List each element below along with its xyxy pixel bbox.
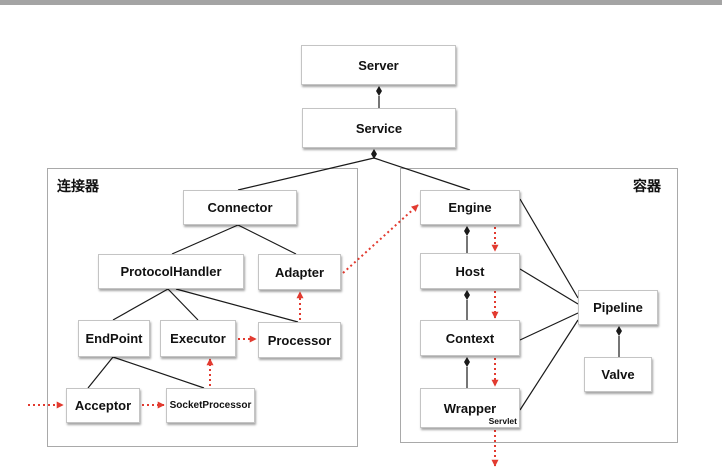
node-socket-processor: SocketProcessor [166,388,255,423]
diamond-service [371,149,377,159]
diamond-server [376,86,382,96]
edge-protocolhandler-executor [167,288,199,321]
node-wrapper: Wrapper Servlet [420,388,520,428]
node-connector: Connector [183,190,297,225]
node-protocol-handler: ProtocolHandler [98,254,244,289]
edge-service-engine [373,157,471,191]
edge-service-connector [237,157,375,191]
edge-engine-pipeline [519,198,579,299]
flow-arrow-adapter-engine [342,204,419,274]
node-valve: Valve [584,357,652,392]
node-engine: Engine [420,190,520,225]
diamond-context [464,357,470,367]
node-endpoint: EndPoint [78,320,150,357]
diamond-engine [464,226,470,236]
edge-connector-adapter [237,224,297,255]
edge-wrapper-pipeline [519,319,579,411]
node-adapter: Adapter [258,254,341,290]
container-group-title: 容器 [633,179,661,195]
diamond-pipeline [616,326,622,336]
node-processor: Processor [258,322,341,358]
node-executor: Executor [160,320,236,357]
servlet-label: Servlet [488,416,517,426]
node-context: Context [420,320,520,356]
node-host: Host [420,253,520,289]
edge-host-pipeline [519,268,579,305]
node-server: Server [301,45,456,85]
top-divider-bar [0,0,722,5]
diamond-host [464,290,470,300]
node-wrapper-label: Wrapper [443,400,497,416]
edge-context-pipeline [519,312,579,341]
node-pipeline: Pipeline [578,290,658,325]
node-acceptor: Acceptor [66,388,140,423]
edge-protocolhandler-processor [175,288,299,323]
connector-group-title: 连接器 [57,179,99,195]
edge-connector-protocolhandler [171,224,239,255]
edge-endpoint-socketprocessor [112,356,205,389]
node-service: Service [302,108,456,148]
edge-protocolhandler-endpoint [112,288,169,321]
edge-endpoint-acceptor [87,356,114,389]
